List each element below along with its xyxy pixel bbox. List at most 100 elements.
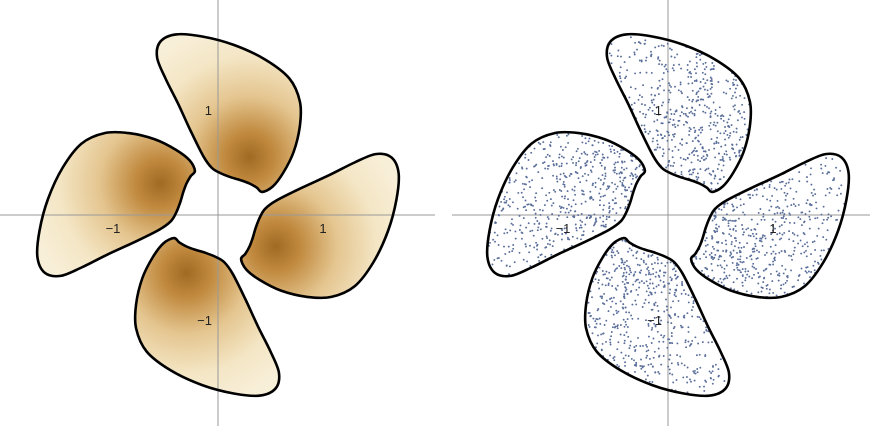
sample-point [663, 310, 666, 313]
sample-point [633, 102, 636, 105]
sample-point [695, 175, 698, 178]
sample-point [750, 254, 753, 257]
sample-point [660, 262, 663, 265]
sample-point [604, 166, 606, 169]
sample-point [677, 299, 680, 302]
sample-point [652, 287, 655, 290]
sample-point [833, 177, 836, 180]
sample-point [614, 254, 616, 257]
sample-point [705, 326, 708, 329]
sample-point [705, 256, 708, 259]
sample-point [673, 56, 676, 59]
sample-point [630, 190, 633, 193]
sample-point [536, 243, 539, 246]
sample-point [804, 270, 807, 273]
sample-point [574, 193, 577, 196]
sample-point [622, 303, 625, 306]
sample-point [723, 380, 726, 382]
sample-point [686, 312, 689, 315]
sample-point [503, 201, 506, 204]
sample-point [814, 217, 817, 220]
sample-point [681, 106, 684, 109]
sample-point [729, 228, 732, 231]
sample-point [709, 87, 712, 90]
sample-point [739, 258, 741, 261]
sample-point [800, 211, 803, 214]
sample-point [660, 319, 663, 322]
sample-point [681, 143, 684, 146]
sample-point [725, 150, 728, 153]
sample-point [571, 188, 574, 191]
sample-point [780, 284, 783, 287]
sample-point [686, 121, 689, 124]
sample-point [747, 193, 750, 196]
sample-point [687, 294, 690, 297]
sample-point [574, 210, 577, 213]
sample-point [612, 251, 615, 254]
sample-point [599, 295, 602, 298]
sample-point [627, 265, 630, 268]
sample-point [800, 252, 803, 255]
sample-point [613, 219, 616, 222]
sample-point [629, 344, 632, 347]
sample-point [679, 355, 682, 358]
sample-point [651, 326, 654, 329]
sample-point [617, 341, 620, 344]
sample-point [809, 218, 811, 221]
sample-point [610, 335, 613, 338]
sample-point [684, 158, 687, 161]
sample-point [581, 189, 583, 192]
sample-point [625, 271, 628, 274]
sample-point [678, 63, 681, 66]
sample-point [665, 166, 668, 169]
sample-point [721, 219, 724, 222]
sample-point [508, 265, 511, 268]
sample-point [772, 291, 775, 294]
sample-point [567, 133, 570, 136]
sample-point [691, 100, 694, 103]
sample-point [716, 264, 719, 267]
sample-point [621, 239, 624, 242]
sample-point [619, 180, 622, 183]
sample-point [613, 149, 616, 151]
sample-point [792, 253, 795, 256]
sample-point [725, 213, 728, 216]
sample-point [647, 335, 650, 338]
sample-point [721, 155, 724, 158]
sample-point [692, 168, 695, 171]
sample-point [656, 139, 659, 142]
sample-point [695, 53, 698, 55]
sample-point [647, 324, 650, 327]
sample-point [784, 268, 787, 271]
sample-point [622, 179, 625, 182]
sample-point [584, 164, 587, 167]
sample-point [781, 233, 784, 236]
sample-point [624, 188, 626, 191]
sample-point [661, 137, 664, 140]
sample-point [722, 278, 725, 281]
density-blade [156, 34, 301, 192]
sample-point [614, 268, 617, 271]
sample-point [633, 346, 636, 349]
sample-point [756, 223, 759, 226]
sample-point [748, 275, 751, 278]
sample-point [670, 48, 673, 51]
sample-point [688, 98, 691, 101]
sample-point [692, 370, 695, 373]
sample-point [790, 255, 793, 257]
sample-point [710, 187, 713, 190]
sample-point [648, 271, 651, 274]
sample-point [749, 193, 751, 196]
sample-point [729, 254, 732, 257]
sample-point [658, 372, 661, 375]
sample-point [730, 124, 733, 127]
sample-point [595, 322, 598, 325]
sample-point [556, 218, 559, 220]
sample-point [826, 229, 829, 232]
y-tick-label-1: 1 [655, 103, 662, 118]
sample-point [505, 201, 507, 204]
sample-point [778, 272, 781, 275]
sample-point [770, 233, 773, 236]
sample-point [695, 79, 698, 82]
sample-point [791, 178, 794, 181]
